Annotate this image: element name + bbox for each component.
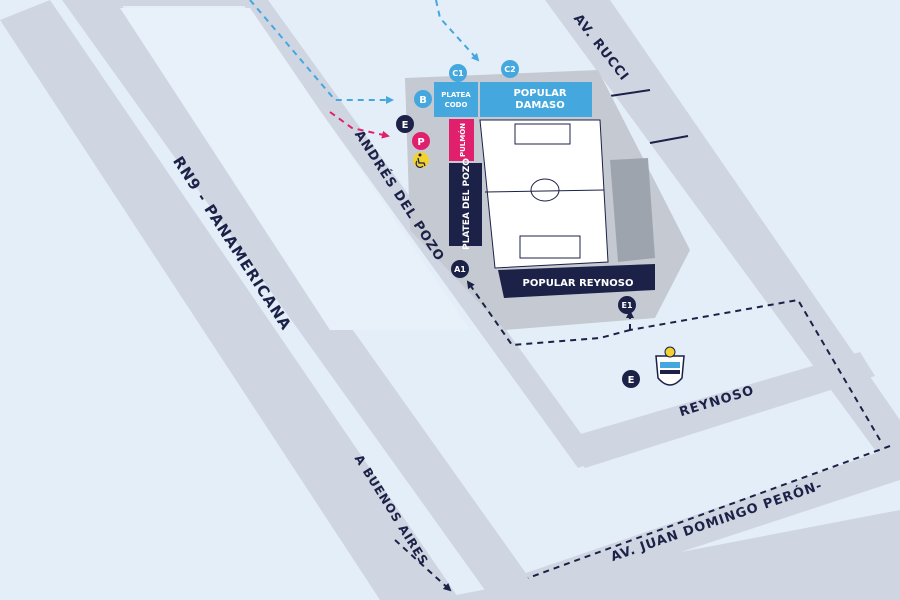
route-cyan-c2	[435, 0, 480, 62]
rucci-mark-2	[649, 135, 689, 144]
gate-e-label: E	[402, 120, 409, 131]
gate-a1[interactable]: A1	[451, 260, 469, 278]
gate-e1-label: E1	[621, 301, 632, 310]
stand-east	[610, 158, 655, 262]
section-pulmon[interactable]	[449, 119, 474, 161]
road-rn9-panamericana	[0, 0, 460, 600]
gate-p-label: P	[417, 137, 424, 148]
blocks	[120, 8, 470, 330]
road-bottom-strip	[430, 510, 900, 600]
road-reynoso	[560, 352, 875, 468]
section-platea-codo[interactable]	[434, 82, 478, 117]
section-popular-damaso-label-1: POPULAR	[513, 88, 566, 99]
road-andres-del-pozo	[62, 0, 545, 600]
gate-a1-label: A1	[454, 265, 466, 274]
section-platea-del-pozo-label: PLATEA DEL POZO	[462, 158, 472, 250]
route-navy-south	[394, 539, 452, 592]
section-platea-del-pozo[interactable]	[449, 163, 482, 246]
rucci-mark-1	[609, 89, 651, 97]
gate-b[interactable]: B	[414, 90, 432, 108]
section-popular-damaso-label-2: DAMASO	[515, 100, 564, 111]
gate-c2-label: C2	[504, 65, 515, 74]
pitch	[479, 119, 609, 269]
gate-e-bottom[interactable]: E	[622, 370, 640, 388]
section-popular-reynoso[interactable]	[498, 264, 655, 298]
route-cyan-b	[249, 0, 394, 104]
gate-p[interactable]: P	[412, 132, 430, 150]
gate-c1[interactable]: C1	[449, 64, 467, 82]
gate-b-label: B	[419, 95, 427, 106]
road-av-rucci	[545, 0, 900, 480]
section-pulmon-label: PULMÓN	[458, 123, 467, 157]
routes	[249, 0, 891, 592]
club-crest-icon	[655, 346, 685, 386]
road-top	[118, 0, 250, 6]
gate-c1-label: C1	[452, 69, 464, 78]
gate-e-bottom-label: E	[628, 375, 635, 386]
section-popular-reynoso-label: POPULAR REYNOSO	[523, 278, 634, 289]
road-peron	[520, 445, 900, 600]
route-navy-main	[629, 298, 881, 441]
section-platea-codo-label-2: CODO	[445, 101, 468, 109]
gate-e[interactable]: E	[396, 115, 414, 133]
gate-e1[interactable]: E1	[618, 296, 636, 314]
stadium: PLATEA CODO POPULAR DAMASO PULMÓN PLATEA…	[405, 70, 690, 330]
route-navy-peron	[527, 445, 891, 579]
section-platea-codo-label-1: PLATEA	[441, 91, 471, 99]
route-navy-a1	[466, 280, 631, 347]
gate-c2[interactable]: C2	[501, 60, 519, 78]
section-popular-damaso[interactable]	[480, 82, 592, 117]
route-pink-p	[329, 111, 390, 139]
accessible-icon	[413, 152, 429, 168]
